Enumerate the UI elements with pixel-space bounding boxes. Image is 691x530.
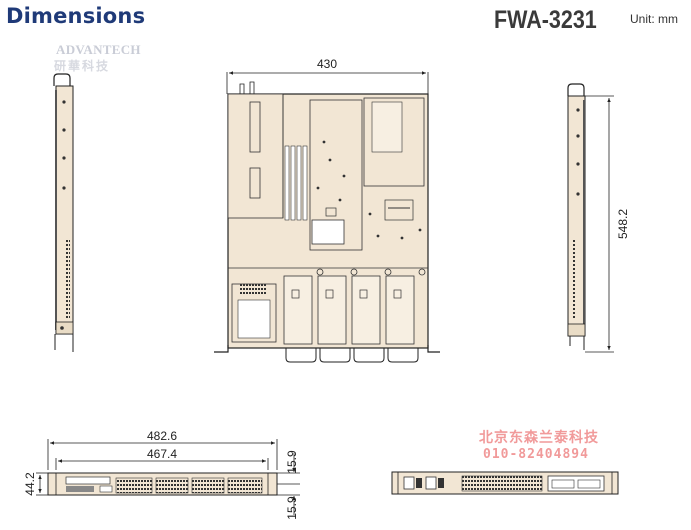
dim-front-body-width: 467.4 (147, 447, 177, 461)
left-side-view (53, 73, 74, 352)
model-name: FWA-3231 (494, 6, 597, 34)
front-view (36, 439, 300, 515)
dim-top-width: 430 (317, 57, 337, 71)
dim-front-overall-width: 482.6 (147, 429, 177, 443)
watermark-company: 北京东森兰泰科技 (479, 429, 599, 445)
advantech-logo: ADVANTECH (56, 42, 141, 57)
watermark-phone: 010-82404894 (483, 447, 589, 462)
dim-side-depth: 548.2 (616, 209, 630, 239)
dim-front-height: 44.2 (23, 472, 37, 496)
unit-label: Unit: mm (630, 12, 678, 26)
page-title: Dimensions (6, 4, 146, 28)
right-side-view (567, 83, 614, 353)
dim-front-right-bottom: 15.9 (285, 496, 299, 520)
top-view-chassis (214, 71, 440, 363)
rear-view (391, 471, 619, 495)
dim-front-right-top: 15.9 (285, 450, 299, 474)
advantech-logo-chinese: 研華科技 (54, 59, 111, 73)
